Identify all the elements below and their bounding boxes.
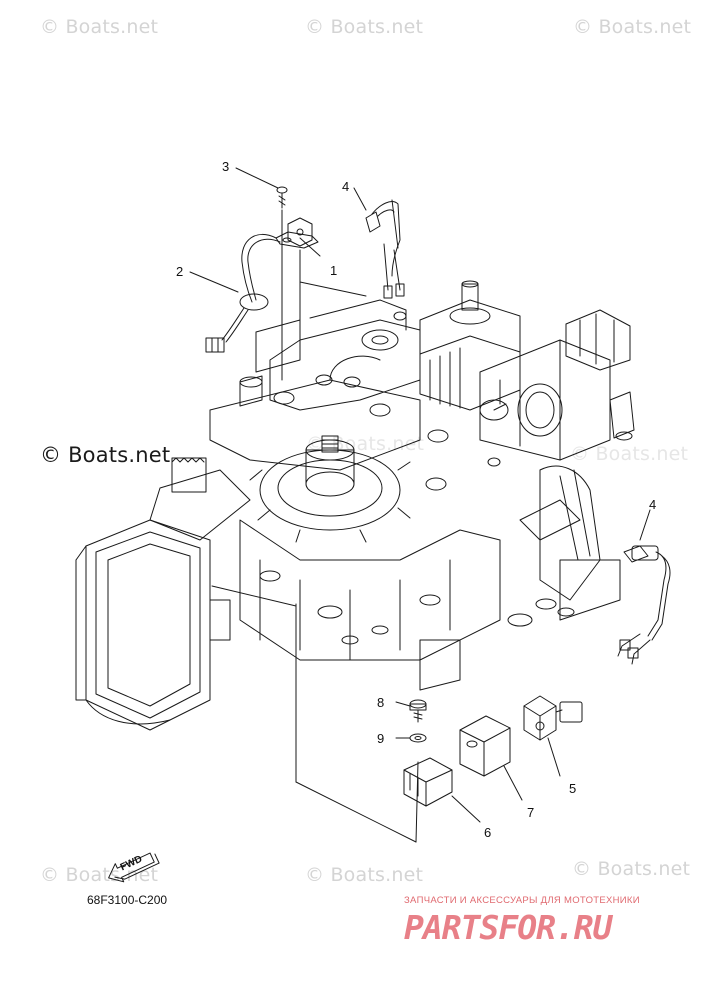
callout-6: 6 (484, 825, 492, 840)
sensor-5 (524, 696, 582, 740)
callout-5: 5 (569, 781, 577, 796)
screw-top (277, 187, 287, 208)
watermark-top-left: © Boats.net (40, 16, 159, 38)
watermark-top-center: © Boats.net (305, 16, 424, 38)
callout-9: 9 (377, 731, 385, 746)
callout-4-top: 4 (342, 179, 350, 194)
callout-3: 3 (222, 159, 230, 174)
watermark-bottom-right: © Boats.net (572, 858, 691, 880)
diagram-code: 68F3100-C200 (87, 893, 168, 907)
leader-lines (190, 168, 650, 822)
watermark-bottom-left: © Boats.net (40, 864, 159, 886)
watermark-right-faint: © Boats.net (570, 443, 689, 465)
assembly-guides (282, 210, 418, 842)
bolt-8 (410, 700, 426, 722)
engine-block (76, 281, 634, 730)
bracket-6 (404, 758, 452, 806)
watermark-top-right: © Boats.net (573, 16, 692, 38)
shop-tagline: ЗАПЧАСТИ И АКСЕССУАРЫ ДЛЯ МОТОТЕХНИКИ (404, 895, 640, 906)
watermark-bottom-center: © Boats.net (305, 864, 424, 886)
sensor-4-right (618, 546, 670, 664)
holder-7 (460, 716, 510, 776)
sensor-4-top (366, 200, 404, 298)
shop-logo[interactable]: PARTSFOR.RU (404, 908, 613, 947)
callout-7: 7 (527, 805, 535, 820)
callout-8: 8 (377, 695, 385, 710)
callout-1: 1 (330, 263, 338, 278)
washer-9 (410, 734, 426, 742)
callout-2: 2 (176, 264, 184, 279)
fwd-arrow-icon (104, 847, 160, 887)
watermark-middle-left: © Boats.net (40, 443, 171, 467)
callout-4-right: 4 (649, 497, 657, 512)
bracket-sensor (276, 218, 318, 248)
wire-harness-2 (206, 234, 280, 352)
